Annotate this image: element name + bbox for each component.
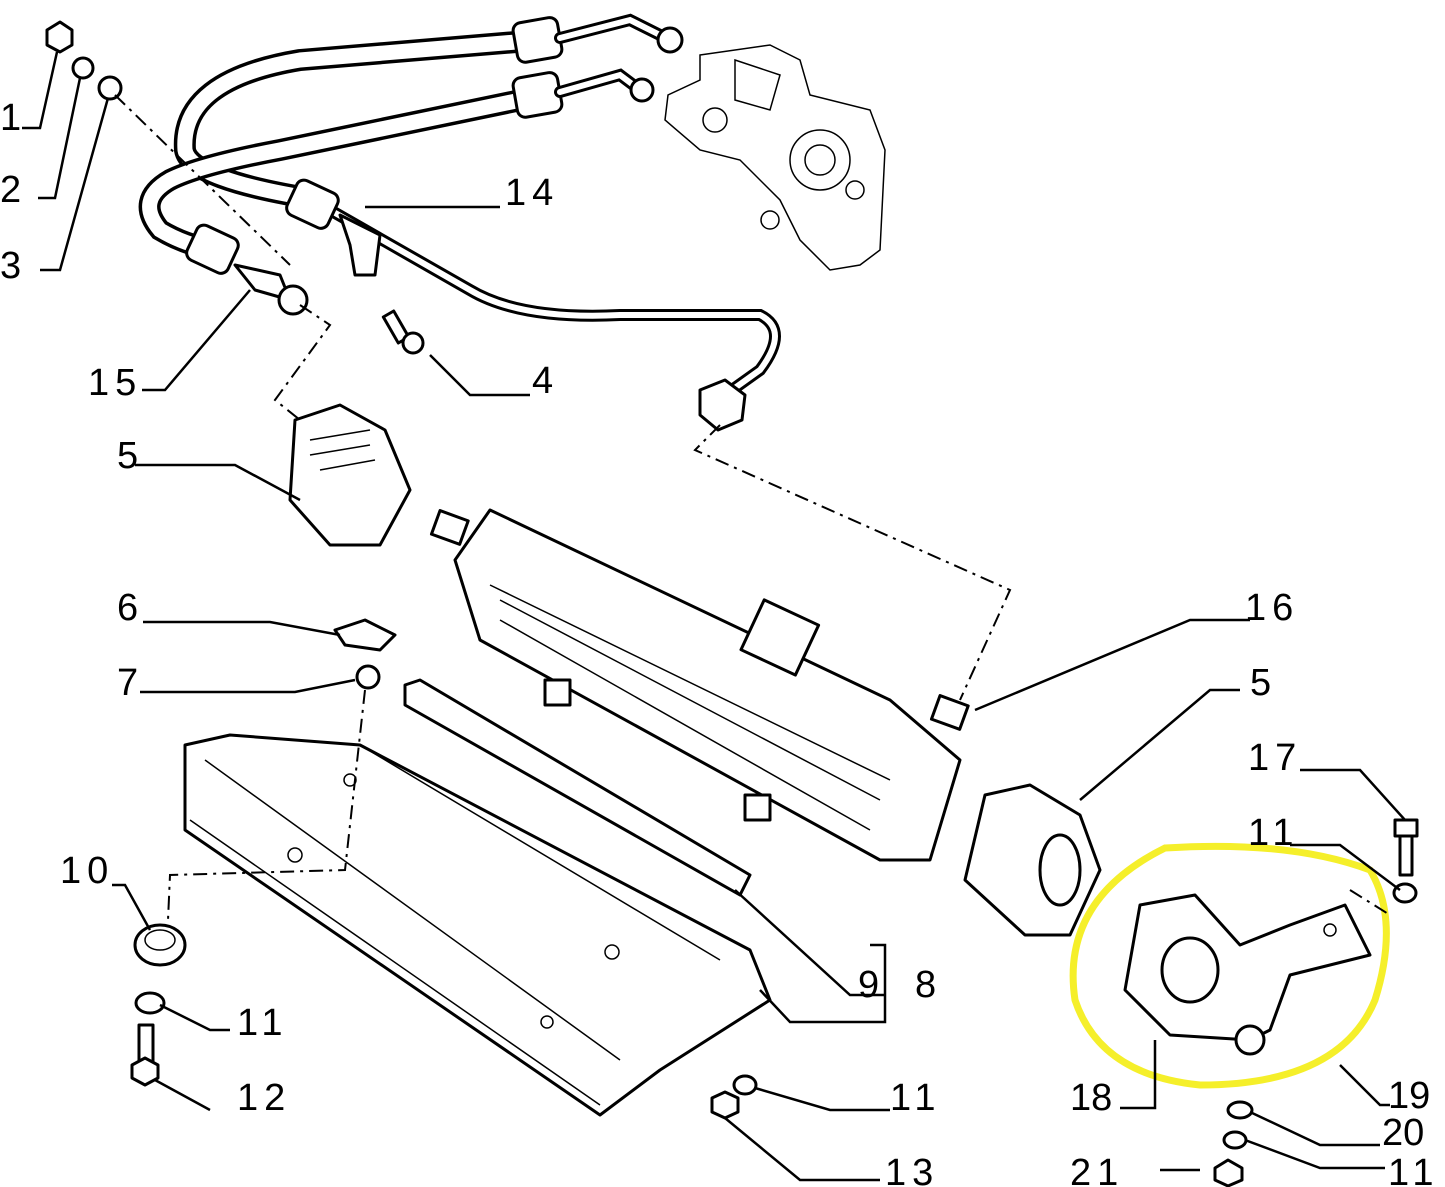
clip-nut-icon: [333, 618, 397, 652]
callout-11-bottom-right: 11: [1388, 1152, 1439, 1187]
fasteners-top-left: [45, 20, 425, 355]
callout-3: 3: [0, 245, 27, 287]
callout-6: 6: [117, 587, 144, 629]
callout-11-left: 11: [237, 1002, 288, 1044]
callout-16: 16: [1245, 587, 1299, 629]
callout-20: 20: [1382, 1112, 1424, 1154]
hose-nut-icon: [277, 284, 309, 316]
callout-21: 21: [1070, 1152, 1124, 1187]
callout-1: 1: [0, 97, 27, 139]
grommet-icon: [133, 923, 187, 967]
highlight-circle: [1069, 842, 1390, 1089]
engine-block-outline: [664, 44, 886, 271]
callout-5-left: 5: [117, 435, 144, 477]
callout-11-right: 11: [1248, 812, 1299, 854]
nut-icon: [45, 20, 74, 54]
fasteners-bottom-left: [130, 923, 758, 1120]
callout-8: 8: [915, 964, 942, 1006]
part-callout-labels: 1 2 3 14 15 4 5 6 7 10 11 12 16 5 17 11 …: [0, 97, 1439, 1187]
callout-19: 19: [1388, 1075, 1430, 1117]
callout-5-right: 5: [1250, 662, 1277, 704]
bolt-icon: [1398, 833, 1414, 877]
callout-18: 18: [1070, 1077, 1112, 1119]
washer-icon: [97, 75, 123, 101]
mounting-bracket: [1123, 818, 1419, 1187]
callout-13: 13: [885, 1152, 939, 1187]
callout-4: 4: [532, 360, 559, 402]
pipe-nut-icon: [698, 378, 747, 432]
cooler-tray: [183, 618, 772, 1117]
callout-17: 17: [1248, 737, 1302, 779]
callout-9: 9: [858, 964, 885, 1006]
callout-12: 12: [237, 1077, 291, 1119]
callout-2: 2: [0, 169, 27, 211]
callout-11-bottom: 11: [890, 1077, 941, 1119]
hose-clamp-icon: [338, 213, 382, 277]
callout-7: 7: [117, 662, 144, 704]
oil-cooler: [429, 508, 970, 862]
callout-14: 14: [505, 172, 559, 214]
washer-icon: [71, 56, 95, 80]
callout-15: 15: [88, 362, 142, 404]
seal-strip: [403, 678, 752, 897]
rubber-mount-left: [288, 403, 412, 547]
oil-hose-assembly: [138, 13, 781, 432]
callout-10: 10: [60, 850, 114, 892]
washer-icon: [355, 664, 381, 690]
washer-icon: [134, 991, 166, 1015]
